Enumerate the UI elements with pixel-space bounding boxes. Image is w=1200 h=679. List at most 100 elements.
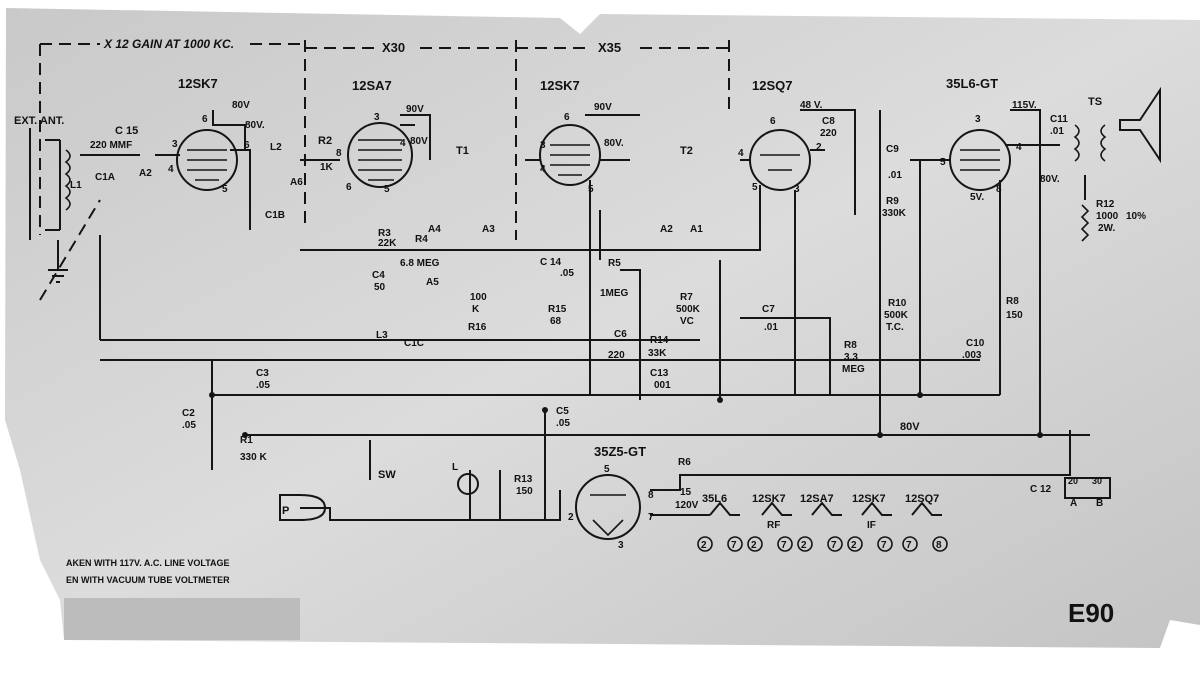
capacitor-c12-box bbox=[1064, 477, 1111, 499]
voltage-80v-e: 80V. bbox=[1040, 174, 1060, 185]
pin-label-14: 6 bbox=[564, 112, 570, 123]
cap-c12-a: A bbox=[1070, 498, 1077, 509]
cap-c3-label: C3 bbox=[256, 368, 269, 379]
pin-label-1: 3 bbox=[172, 139, 178, 150]
ground-symbol-antenna bbox=[48, 240, 68, 283]
cap-c1a-label: C1A bbox=[95, 172, 115, 183]
cap-c9-label: C9 bbox=[886, 144, 899, 155]
pin-label-21: 4 bbox=[1016, 142, 1022, 153]
resistor-r16-value: 100 bbox=[470, 292, 487, 303]
cap-c1c-label: C1C bbox=[404, 338, 424, 349]
resistor-r13-value: 150 bbox=[516, 486, 533, 497]
pin-label-18: 2 bbox=[816, 142, 822, 153]
cap-c7-value: .01 bbox=[764, 322, 778, 333]
cap-c14-label: C 14 bbox=[540, 257, 562, 268]
cap-c1b-label: C1B bbox=[265, 210, 285, 221]
heater-pin-6: 7 bbox=[831, 540, 837, 551]
pin-label-28: 3 bbox=[618, 540, 624, 551]
stage3-gain: X35 bbox=[598, 40, 621, 55]
resistor-r14-value: 33K bbox=[648, 348, 667, 359]
resistor-r13-label: R13 bbox=[514, 474, 533, 485]
pin-label-15: 4 bbox=[738, 148, 744, 159]
resistor-r16-label: R16 bbox=[468, 322, 487, 333]
bus-lines bbox=[99, 235, 1090, 470]
resistor-r4-value: 6.8 MEG bbox=[400, 258, 440, 269]
gain-dimension-lines bbox=[40, 43, 729, 49]
heater-pin-8: 7 bbox=[881, 540, 887, 551]
cap-c12-20: 20 bbox=[1068, 476, 1078, 486]
resistor-r8-label: R8 bbox=[844, 340, 857, 351]
heater-label-12sa7: 12SA7 bbox=[800, 493, 834, 505]
tube-12sk7-rf-symbol bbox=[176, 129, 238, 191]
voltage-80v-b: 80V. bbox=[245, 120, 265, 131]
heater-pin-5: 2 bbox=[801, 540, 807, 551]
voltage-120v: 120V bbox=[675, 500, 699, 511]
cap-c5-value: .05 bbox=[556, 418, 570, 429]
cap-c2-label: C2 bbox=[182, 408, 195, 419]
power-supply-wiring bbox=[300, 410, 1071, 521]
heater-pin-2: 7 bbox=[731, 540, 737, 551]
antenna-coil-l1 bbox=[64, 149, 71, 211]
heater-label-35l6: 35L6 bbox=[702, 493, 727, 505]
resistor-r1-value: 330 K bbox=[240, 452, 267, 463]
resistor-r8b-value: 150 bbox=[1006, 310, 1023, 321]
pin-label-11: 3 bbox=[540, 140, 546, 151]
tube-label-12sq7: 12SQ7 bbox=[752, 78, 792, 93]
front-end-wiring bbox=[80, 110, 431, 230]
tube-12sk7-if-symbol bbox=[539, 124, 601, 186]
heater-label-if: IF bbox=[867, 520, 876, 531]
resistor-r2-value: 1K bbox=[320, 162, 334, 173]
tag-a3: A3 bbox=[482, 224, 495, 235]
tag-a4: A4 bbox=[428, 224, 441, 235]
cap-c5-label: C5 bbox=[556, 406, 569, 417]
pin-label-8: 5 bbox=[384, 184, 390, 195]
power-plug-symbol bbox=[279, 494, 327, 521]
antenna-label: EXT. ANT. bbox=[14, 115, 64, 127]
resistor-r3-label: R3 bbox=[378, 228, 391, 239]
pin-label-17: 6 bbox=[770, 116, 776, 127]
resistor-r7-type: VC bbox=[680, 316, 694, 327]
resistor-r10-type: T.C. bbox=[886, 322, 904, 333]
antenna-wiring bbox=[29, 128, 61, 240]
cap-c13-value: 001 bbox=[654, 380, 671, 391]
resistor-r12-wattage: 2W. bbox=[1098, 223, 1115, 234]
cap-c10-value: .003 bbox=[962, 350, 982, 361]
resistor-r16-unit: K bbox=[472, 304, 480, 315]
resistor-r3-value: 22K bbox=[378, 238, 397, 249]
resistor-r14-label: R14 bbox=[650, 335, 669, 346]
pin-label-9: 6 bbox=[346, 182, 352, 193]
resistor-r8b-label: R8 bbox=[1006, 296, 1019, 307]
transformer-t1-label: T1 bbox=[456, 145, 469, 157]
tube-label-35l6: 35L6-GT bbox=[946, 76, 998, 91]
cap-c2-value: .05 bbox=[182, 420, 196, 431]
heater-label-12sq7: 12SQ7 bbox=[905, 493, 939, 505]
pin-label-2: 4 bbox=[168, 164, 174, 175]
cap-c14-value: .05 bbox=[560, 268, 574, 279]
heater-pin-3: 2 bbox=[751, 540, 757, 551]
pin-label-4: 6 bbox=[202, 114, 208, 125]
heater-pin-9: 7 bbox=[906, 540, 912, 551]
pin-label-5: 6 bbox=[244, 140, 250, 151]
plug-p-label: P bbox=[282, 505, 289, 517]
output-transformer-ts bbox=[1073, 124, 1107, 162]
coil-l1-label: L1 bbox=[70, 180, 82, 191]
pilot-lamp-symbol bbox=[457, 473, 479, 495]
resistor-r2-label: R2 bbox=[318, 135, 332, 147]
voltage-80v-a: 80V bbox=[232, 100, 250, 111]
note-vtvm: EN WITH VACUUM TUBE VOLTMETER bbox=[66, 575, 230, 585]
cap-c7-label: C7 bbox=[762, 304, 775, 315]
resistor-r8-value: 3.3 bbox=[844, 352, 858, 363]
note-line-voltage: AKEN WITH 117V. A.C. LINE VOLTAGE bbox=[66, 558, 230, 568]
pin-label-7: 4 bbox=[400, 138, 406, 149]
paper-background bbox=[5, 8, 1200, 648]
heater-label-12sk7-rf: 12SK7 bbox=[752, 493, 786, 505]
cap-c15-label: C 15 bbox=[115, 125, 138, 137]
heater-string-wiring bbox=[709, 501, 942, 516]
switch-sw-label: SW bbox=[378, 469, 396, 481]
junction-dots bbox=[209, 392, 1043, 438]
tag-a6: A6 bbox=[290, 177, 303, 188]
tag-a5: A5 bbox=[426, 277, 439, 288]
pin-label-19: 3 bbox=[794, 184, 800, 195]
resistor-r9-label: R9 bbox=[886, 196, 899, 207]
